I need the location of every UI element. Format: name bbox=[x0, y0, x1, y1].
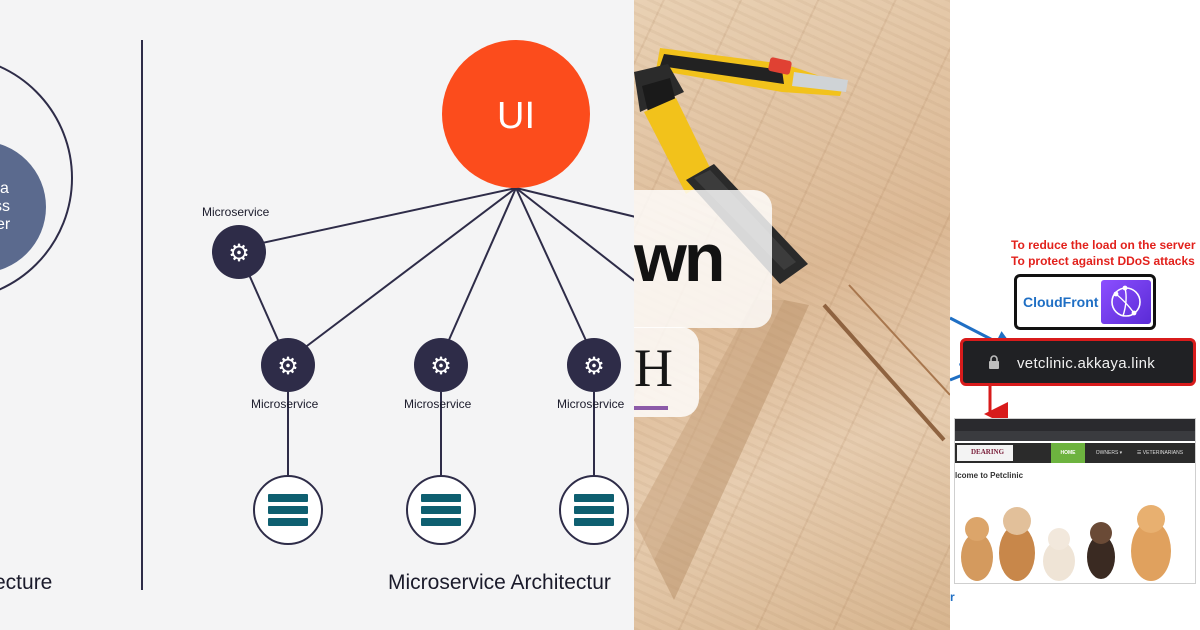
gears-icon: ⚙ bbox=[430, 353, 452, 380]
cat-2 bbox=[1043, 528, 1075, 581]
nav-owners[interactable]: OWNERS ▾ bbox=[1095, 450, 1123, 456]
gears-icon: ⚙ bbox=[583, 353, 605, 380]
microservice-label-1: Microservice bbox=[251, 397, 319, 411]
nav-home[interactable]: HOME bbox=[1051, 443, 1085, 463]
ui-label: UI bbox=[497, 95, 535, 137]
nav-veterinarians[interactable]: ☰ VETERINARIANS bbox=[1136, 450, 1184, 456]
cloudfront-box: CloudFront bbox=[1014, 274, 1156, 330]
monolith-text-3: er bbox=[0, 216, 11, 233]
brand-letter: H bbox=[634, 338, 673, 398]
cat-1 bbox=[961, 517, 993, 581]
database-node-1 bbox=[253, 475, 323, 545]
ui-circle bbox=[442, 40, 590, 188]
browser-address-strip bbox=[955, 431, 1195, 441]
database-node-2 bbox=[406, 475, 476, 545]
monolith-text-1: a bbox=[0, 180, 9, 197]
dog-1 bbox=[999, 507, 1035, 581]
browser-tabstrip bbox=[955, 419, 1195, 431]
gears-icon: ⚙ bbox=[228, 240, 250, 267]
utility-knife bbox=[656, 48, 848, 96]
microservice-label-top: Microservice bbox=[202, 205, 270, 219]
welcome-heading: lcome to Petclinic bbox=[955, 471, 1024, 480]
microservice-label-2: Microservice bbox=[404, 397, 472, 411]
monolith-inner-circle bbox=[0, 144, 46, 270]
database-node-3 bbox=[559, 475, 629, 545]
microservice-node-1: ⚙ bbox=[261, 338, 315, 392]
browser-url-bar[interactable]: vetclinic.akkaya.link bbox=[960, 338, 1196, 386]
microservice-architecture-title: Microservice Architectur bbox=[388, 571, 611, 594]
architecture-diagram: a ss er ecture UI ⚙ Microservice bbox=[0, 40, 634, 594]
trailing-text: r bbox=[950, 590, 955, 604]
cloudfront-icon bbox=[1101, 280, 1151, 324]
microservice-label-3: Microservice bbox=[557, 397, 625, 411]
url-text: vetclinic.akkaya.link bbox=[1017, 355, 1156, 372]
cloudfront-label: CloudFront bbox=[1023, 294, 1099, 310]
microservice-node-top: ⚙ bbox=[212, 225, 266, 279]
database-icon bbox=[421, 494, 461, 502]
microservice-node-2: ⚙ bbox=[414, 338, 468, 392]
lock-icon bbox=[989, 355, 999, 369]
database-icon bbox=[574, 494, 614, 502]
dog-2 bbox=[1087, 522, 1115, 579]
note-ddos: To protect against DDoS attacks bbox=[1011, 254, 1195, 268]
monolith-outer-ring bbox=[0, 65, 73, 291]
brand-underline bbox=[634, 406, 668, 410]
microservice-node-3: ⚙ bbox=[567, 338, 621, 392]
note-reduce-load: To reduce the load on the server bbox=[1011, 238, 1196, 252]
photo-panel: wn H bbox=[634, 0, 950, 630]
cat-3 bbox=[1131, 505, 1171, 581]
connection-lines bbox=[238, 187, 634, 478]
cloudfront-panel: To reduce the load on the server To prot… bbox=[950, 0, 1200, 630]
brand-card-top bbox=[634, 190, 772, 328]
floorboards bbox=[634, 284, 950, 600]
database-icon bbox=[268, 494, 308, 502]
monolith-text-2: ss bbox=[0, 198, 10, 215]
brand-wordmark: wn bbox=[634, 220, 725, 296]
gears-icon: ⚙ bbox=[277, 353, 299, 380]
petclinic-logo: DEARING bbox=[957, 445, 1013, 461]
petclinic-screenshot: DEARING HOME OWNERS ▾ ☰ VETERINARIANS lc… bbox=[954, 418, 1196, 584]
monolith-title: ecture bbox=[0, 571, 52, 594]
pets-image bbox=[961, 505, 1171, 581]
brand-card-bottom bbox=[634, 327, 699, 417]
architecture-diagram-panel: a ss er ecture UI ⚙ Microservice bbox=[0, 0, 634, 630]
petclinic-logo-text: DEARING bbox=[971, 448, 1005, 456]
